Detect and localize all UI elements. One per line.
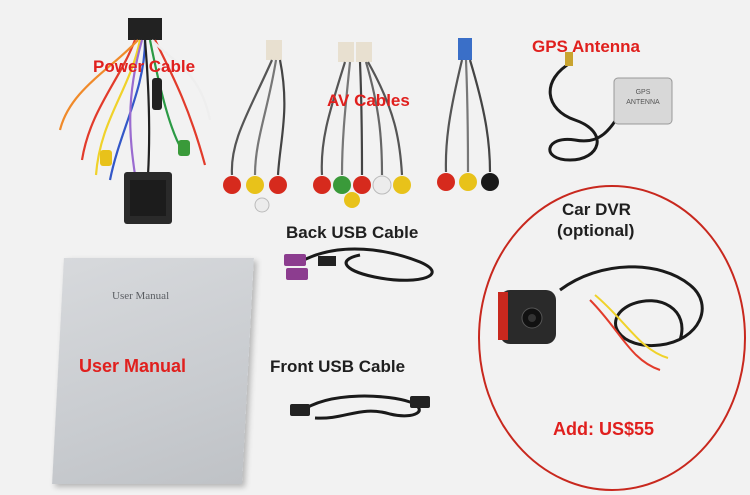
- front-usb-cable: [290, 394, 430, 420]
- label-optional: (optional): [557, 221, 635, 240]
- label-power-cable: Power Cable: [93, 57, 196, 76]
- label-car-dvr: Car DVR: [562, 200, 631, 219]
- power-top-connector: [128, 18, 162, 40]
- power-cable-harness: [58, 18, 212, 224]
- gps-module-text-2: ANTENNA: [626, 99, 660, 106]
- fuse-holder: [152, 78, 162, 110]
- gps-module: [613, 77, 673, 125]
- label-user-manual: User Manual: [79, 356, 187, 376]
- av-cable-bundle-left: [223, 40, 287, 213]
- dvr-highlight-ellipse: [478, 185, 746, 491]
- label-gps-antenna: GPS Antenna: [532, 37, 640, 56]
- car-dvr-area: [478, 185, 746, 491]
- av-cable-bundle-middle: [313, 42, 411, 208]
- label-add-price: Add: US$55: [553, 419, 655, 439]
- label-av-cables: AV Cables: [327, 91, 410, 110]
- label-front-usb-cable: Front USB Cable: [270, 357, 406, 376]
- label-back-usb-cable: Back USB Cable: [286, 223, 419, 242]
- av-cable-bundle-right: [437, 38, 499, 191]
- gps-module-text-1: GPS: [636, 89, 651, 96]
- user-manual-cover-text: User Manual: [112, 290, 170, 302]
- gps-antenna: GPS ANTENNA: [548, 52, 673, 162]
- back-usb-cable: [284, 247, 434, 282]
